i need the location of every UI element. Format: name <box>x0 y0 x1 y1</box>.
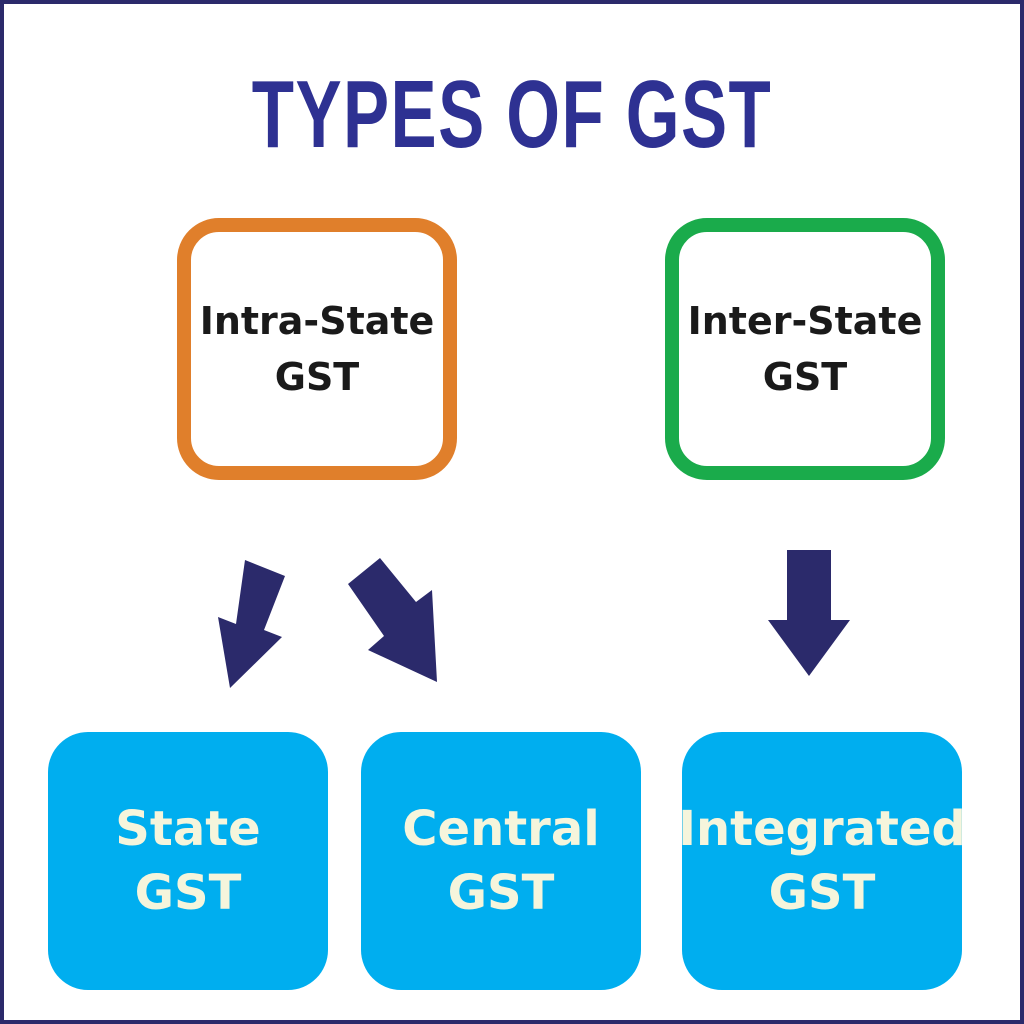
arrow-to-central <box>348 558 437 682</box>
arrow-to-integrated <box>768 550 850 676</box>
intra-label-1: Intra-State <box>199 299 435 343</box>
inter-label-2: GST <box>762 355 848 399</box>
state-label-2: GST <box>134 865 242 921</box>
diagram-title: TYPES OF GST <box>251 61 773 168</box>
integrated-label-1: Integrated <box>678 801 966 857</box>
inter-label-1: Inter-State <box>687 299 923 343</box>
central-label-1: Central <box>402 801 600 857</box>
arrow-to-state <box>218 560 285 688</box>
state-label-1: State <box>115 801 261 857</box>
integrated-label-2: GST <box>768 865 876 921</box>
central-label-2: GST <box>447 865 555 921</box>
intra-label-2: GST <box>274 355 360 399</box>
